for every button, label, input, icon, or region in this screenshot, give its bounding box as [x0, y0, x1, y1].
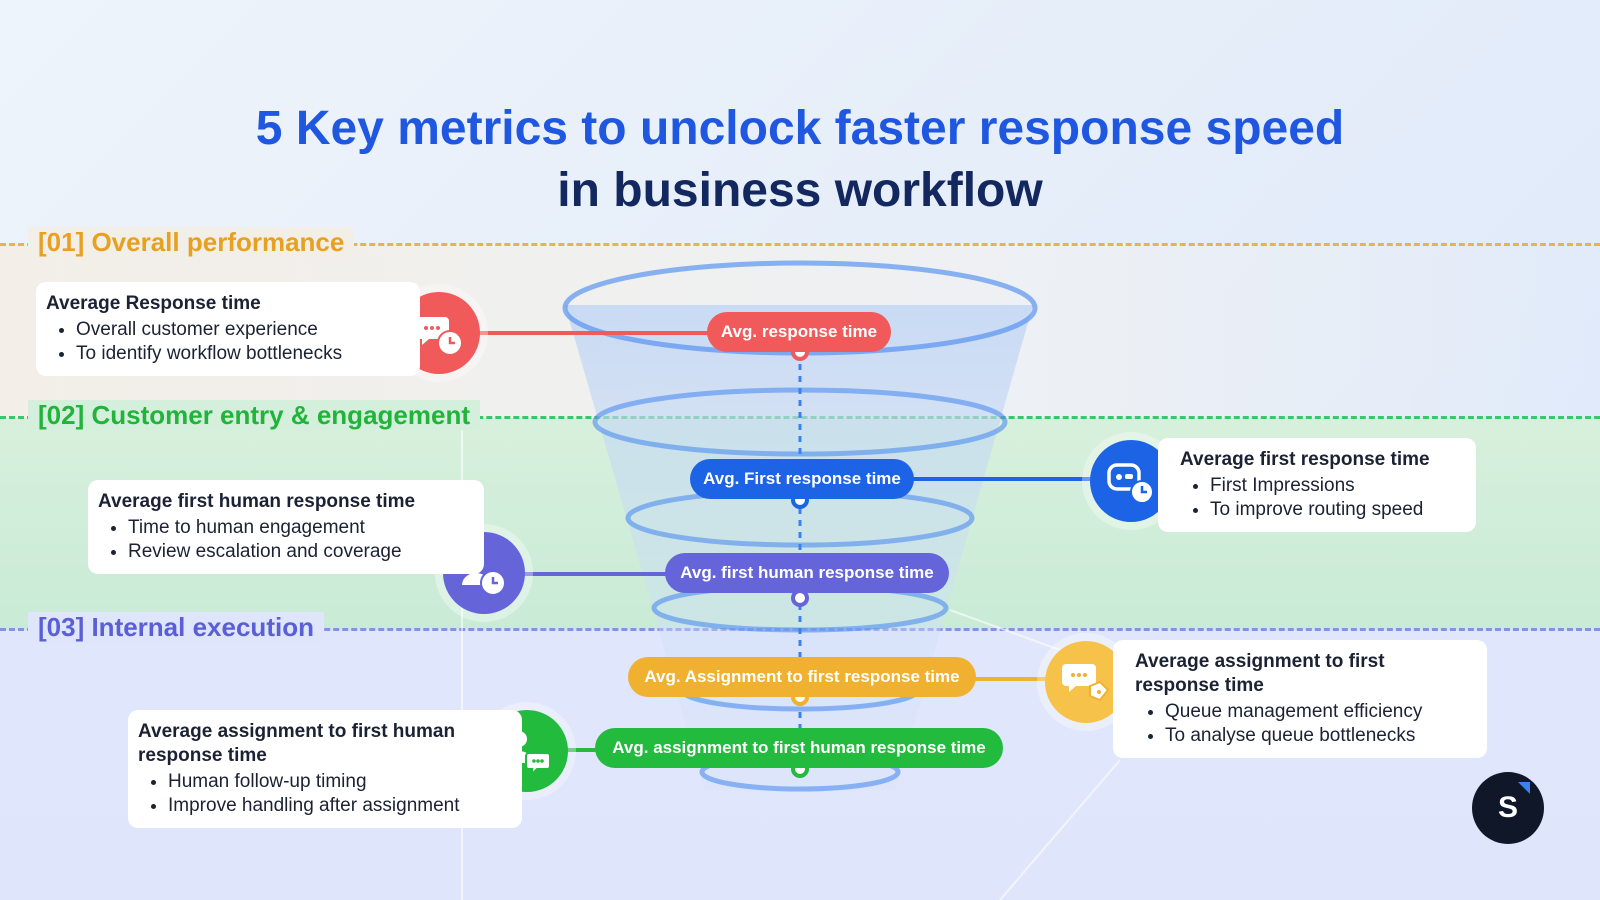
section-label-overall: [01] Overall performance [28, 227, 355, 257]
page-title: 5 Key metrics to unclock faster response… [0, 98, 1600, 222]
pill-avg-assignment-first-response-time: Avg. Assignment to first response time [628, 657, 976, 697]
card-bullet: Overall customer experience [76, 318, 406, 342]
card-title: Average assignment to first human respon… [138, 721, 456, 766]
card-bullet: Human follow-up timing [168, 770, 508, 794]
card-title: Average Response time [46, 293, 261, 314]
brand-logo: S [1472, 772, 1544, 844]
card-bullet: Queue management efficiency [1165, 700, 1473, 724]
section-label-internal: [03] Internal execution [28, 612, 324, 642]
title-line-1: 5 Key metrics to unclock faster response… [255, 102, 1345, 155]
section-label-customer-entry: [02] Customer entry & engagement [28, 400, 480, 430]
card-title: Average assignment to first response tim… [1135, 651, 1385, 696]
card-bullet: To identify workflow bottlenecks [76, 342, 406, 366]
pill-avg-first-response-time: Avg. First response time [690, 459, 914, 499]
card-bullet: To analyse queue bottlenecks [1165, 724, 1473, 748]
card-title: Average first response time [1180, 449, 1430, 470]
card-average-assignment-first-response-time: Average assignment to first response tim… [1113, 640, 1487, 758]
card-bullet: First Impressions [1210, 474, 1462, 498]
pill-avg-assignment-first-human-response-time: Avg. assignment to first human response … [595, 728, 1003, 768]
card-average-response-time: Average Response time Overall customer e… [36, 282, 420, 376]
card-bullet: Review escalation and coverage [128, 540, 470, 564]
brand-logo-letter: S [1497, 791, 1518, 824]
pill-avg-first-human-response-time: Avg. first human response time [665, 553, 949, 593]
card-bullet: Time to human engagement [128, 516, 470, 540]
card-bullet: To improve routing speed [1210, 498, 1462, 522]
card-average-first-response-time: Average first response time First Impres… [1158, 438, 1476, 532]
section-divider-1 [0, 243, 1600, 246]
title-line-2: in business workflow [557, 164, 1043, 217]
logo-accent-icon [1518, 782, 1530, 794]
spine-node-3 [791, 589, 809, 607]
card-average-assignment-first-human-response-time: Average assignment to first human respon… [128, 710, 522, 828]
card-title: Average first human response time [98, 491, 416, 512]
pill-avg-response-time: Avg. response time [707, 312, 891, 352]
card-bullet: Improve handling after assignment [168, 794, 508, 818]
card-average-first-human-response-time: Average first human response time Time t… [88, 480, 484, 574]
